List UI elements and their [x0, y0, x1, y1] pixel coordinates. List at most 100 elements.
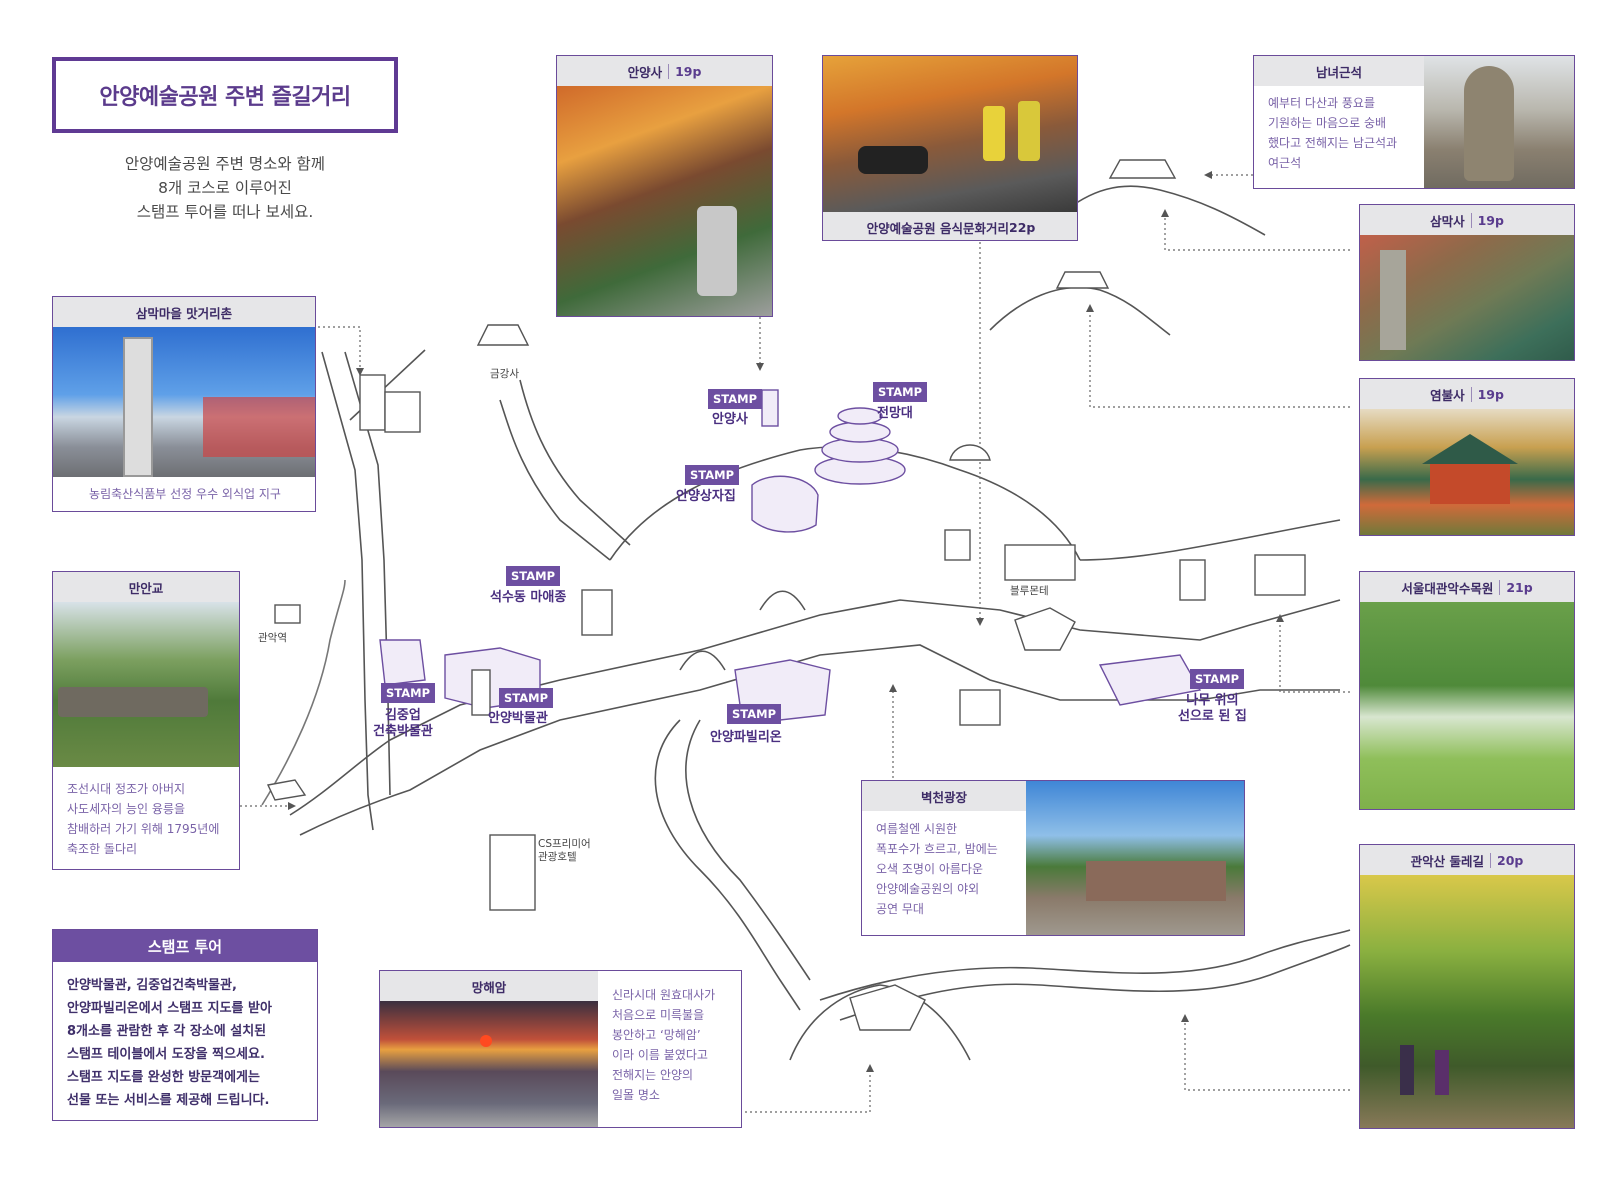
card-description: 예부터 다산과 풍요를 기원하는 마음으로 숭배 했다고 전해지는 남근석과 여… [1254, 86, 1424, 180]
card-page: 20p [1490, 852, 1523, 868]
desc-line: 참배하러 가기 위해 1795년에 [67, 822, 220, 836]
stamp-anyangsa: STAMP [708, 389, 763, 409]
photo-manan-bridge [53, 602, 239, 767]
card-food-street[interactable]: 안양예술공원 음식문화거리 22p [822, 55, 1078, 241]
card-page: 19p [1470, 386, 1504, 402]
card-description: 조선시대 정조가 아버지 사도세자의 능인 융릉을 참배하러 가기 위해 179… [53, 767, 233, 869]
card-title-row: 염불사 19p [1360, 379, 1574, 409]
desc-line: 선물 또는 서비스를 제공해 드립니다. [67, 1093, 270, 1108]
card-title: 관악산 둘레길 [1410, 853, 1484, 869]
photo-anyangsa [557, 86, 772, 316]
card-title: 망해암 [380, 971, 598, 1001]
place-anyangsa: 안양사 [712, 412, 748, 427]
photo-manghaeam [380, 1001, 598, 1127]
label-hotel-line: 관광호텔 [538, 851, 577, 863]
card-caption: 농림축산식품부 선정 우수 외식업 지구 [89, 487, 281, 501]
place-treehouse-line: 나무 위의 [1186, 693, 1239, 708]
card-title: 서울대관악수목원 [1401, 580, 1494, 596]
desc-line: 여근석 [1268, 156, 1302, 170]
desc-line: 처음으로 미륵불을 [612, 1008, 705, 1022]
desc-line: 봉안하고 ‘망해암’ [612, 1028, 701, 1042]
stamp-museum: STAMP [499, 688, 554, 708]
label-hotel: CS프리미어 관광호텔 [538, 838, 591, 864]
card-title: 벽천광장 [862, 781, 1026, 811]
desc-line: 오색 조명이 아름다운 [876, 862, 983, 876]
label-geumgangsa: 금강사 [490, 368, 519, 380]
stamp-seoksu: STAMP [506, 566, 561, 586]
place-museum: 안양박물관 [488, 711, 548, 726]
photo-byeokcheon [1026, 781, 1244, 935]
desc-line: 사도세자의 능인 융릉을 [67, 802, 186, 816]
desc-line: 안양파빌리온에서 스탬프 지도를 받아 [67, 1001, 272, 1016]
card-manan[interactable]: 만안교 조선시대 정조가 아버지 사도세자의 능인 융릉을 참배하러 가기 위해… [52, 571, 240, 870]
photo-arboretum [1360, 602, 1574, 809]
page-title-box: 안양예술공원 주변 즐길거리 [52, 57, 398, 133]
desc-line: 축조한 돌다리 [67, 842, 138, 856]
card-description: 여름철엔 시원한 폭포수가 흐르고, 밤에는 오색 조명이 아름다운 안양예술공… [862, 811, 1026, 927]
card-page: 19p [1470, 212, 1504, 228]
desc-line: 예부터 다산과 풍요를 [1268, 96, 1375, 110]
card-title: 염불사 [1430, 387, 1465, 403]
desc-line: 이라 이름 붙였다고 [612, 1048, 708, 1062]
card-sammak-food[interactable]: 삼막마을 맛거리촌 농림축산식품부 선정 우수 외식업 지구 [52, 296, 316, 512]
desc-line: 신라시대 원효대사가 [612, 988, 716, 1002]
desc-line: 안양예술공원의 야외 [876, 882, 980, 896]
card-title: 남녀근석 [1254, 56, 1424, 86]
card-yeombulsa[interactable]: 염불사 19p [1359, 378, 1575, 536]
desc-line: 일몰 명소 [612, 1088, 660, 1102]
card-title: 만안교 [53, 572, 239, 602]
card-title-row: 삼막사 19p [1360, 205, 1574, 235]
desc-line: 여름철엔 시원한 [876, 822, 958, 836]
card-description: 안양박물관, 김중업건축박물관, 안양파빌리온에서 스탬프 지도를 받아 8개소… [53, 962, 317, 1120]
photo-food-street [823, 56, 1077, 212]
card-stamp-tour[interactable]: 스탬프 투어 안양박물관, 김중업건축박물관, 안양파빌리온에서 스탬프 지도를… [52, 929, 318, 1121]
stamp-observatory: STAMP [873, 382, 928, 402]
photo-sammaksa [1360, 235, 1574, 360]
place-treehouse-line: 선으로 된 집 [1178, 709, 1247, 724]
card-title-row: 안양예술공원 음식문화거리 22p [823, 212, 1077, 240]
card-title: 삼막사 [1430, 213, 1465, 229]
desc-line: 스탬프 지도를 완성한 방문객에게는 [67, 1070, 260, 1085]
card-byeokcheon[interactable]: 벽천광장 여름철엔 시원한 폭포수가 흐르고, 밤에는 오색 조명이 아름다운 … [861, 780, 1245, 936]
card-description: 신라시대 원효대사가 처음으로 미륵불을 봉안하고 ‘망해암’ 이라 이름 붙였… [598, 977, 741, 1113]
desc-line: 조선시대 정조가 아버지 [67, 782, 186, 796]
label-bluemonte: 블루몬테 [1010, 585, 1049, 597]
stamp-kimjungup: STAMP [381, 683, 436, 703]
card-page: 19p [668, 63, 701, 79]
card-title: 삼막마을 맛거리촌 [53, 297, 315, 327]
photo-namnyeo [1424, 56, 1574, 188]
desc-line: 안양박물관, 김중업건축박물관, [67, 978, 237, 993]
card-page: 22p [1009, 219, 1036, 235]
desc-line: 했다고 전해지는 남근석과 [1268, 136, 1398, 150]
card-title-row: 관악산 둘레길 20p [1360, 845, 1574, 875]
stamp-treehouse: STAMP [1190, 669, 1245, 689]
page-title: 안양예술공원 주변 즐길거리 [99, 85, 351, 110]
intro-line: 스탬프 투어를 떠나 보세요. [136, 203, 314, 221]
stamp-anyang-box: STAMP [685, 465, 740, 485]
desc-line: 공연 무대 [876, 902, 924, 916]
card-title: 안양사 [627, 64, 663, 80]
card-arboretum[interactable]: 서울대관악수목원 21p [1359, 571, 1575, 810]
card-page: 21p [1499, 579, 1533, 595]
card-anyangsa[interactable]: 안양사 19p [556, 55, 773, 317]
card-title: 스탬프 투어 [53, 930, 317, 962]
card-namnyeo[interactable]: 남녀근석 예부터 다산과 풍요를 기원하는 마음으로 숭배 했다고 전해지는 남… [1253, 55, 1575, 189]
place-anyang-box: 안양상자집 [676, 489, 736, 504]
place-kimjungup-line: 김중업 [384, 708, 421, 723]
card-title-row: 서울대관악수목원 21p [1360, 572, 1574, 602]
intro-text: 안양예술공원 주변 명소와 함께 8개 코스로 이루어진 스탬프 투어를 떠나 … [60, 152, 390, 224]
place-observatory: 전망대 [877, 406, 913, 421]
place-pavilion: 안양파빌리온 [710, 730, 782, 745]
photo-gwanak-trail [1360, 875, 1574, 1128]
label-gwanak-station: 관악역 [258, 632, 287, 644]
card-sammaksa[interactable]: 삼막사 19p [1359, 204, 1575, 361]
card-manghaeam[interactable]: 망해암 신라시대 원효대사가 처음으로 미륵불을 봉안하고 ‘망해암’ 이라 이… [379, 970, 742, 1128]
place-kimjungup-line: 건축박물관 [373, 724, 433, 739]
card-title: 안양예술공원 음식문화거리 [866, 220, 1009, 236]
card-gwanak-trail[interactable]: 관악산 둘레길 20p [1359, 844, 1575, 1129]
desc-line: 전해지는 안양의 [612, 1068, 694, 1082]
place-seoksu: 석수동 마애종 [490, 590, 567, 605]
desc-line: 스탬프 테이블에서 도장을 찍으세요. [67, 1047, 265, 1062]
photo-sammak-street [53, 327, 315, 477]
